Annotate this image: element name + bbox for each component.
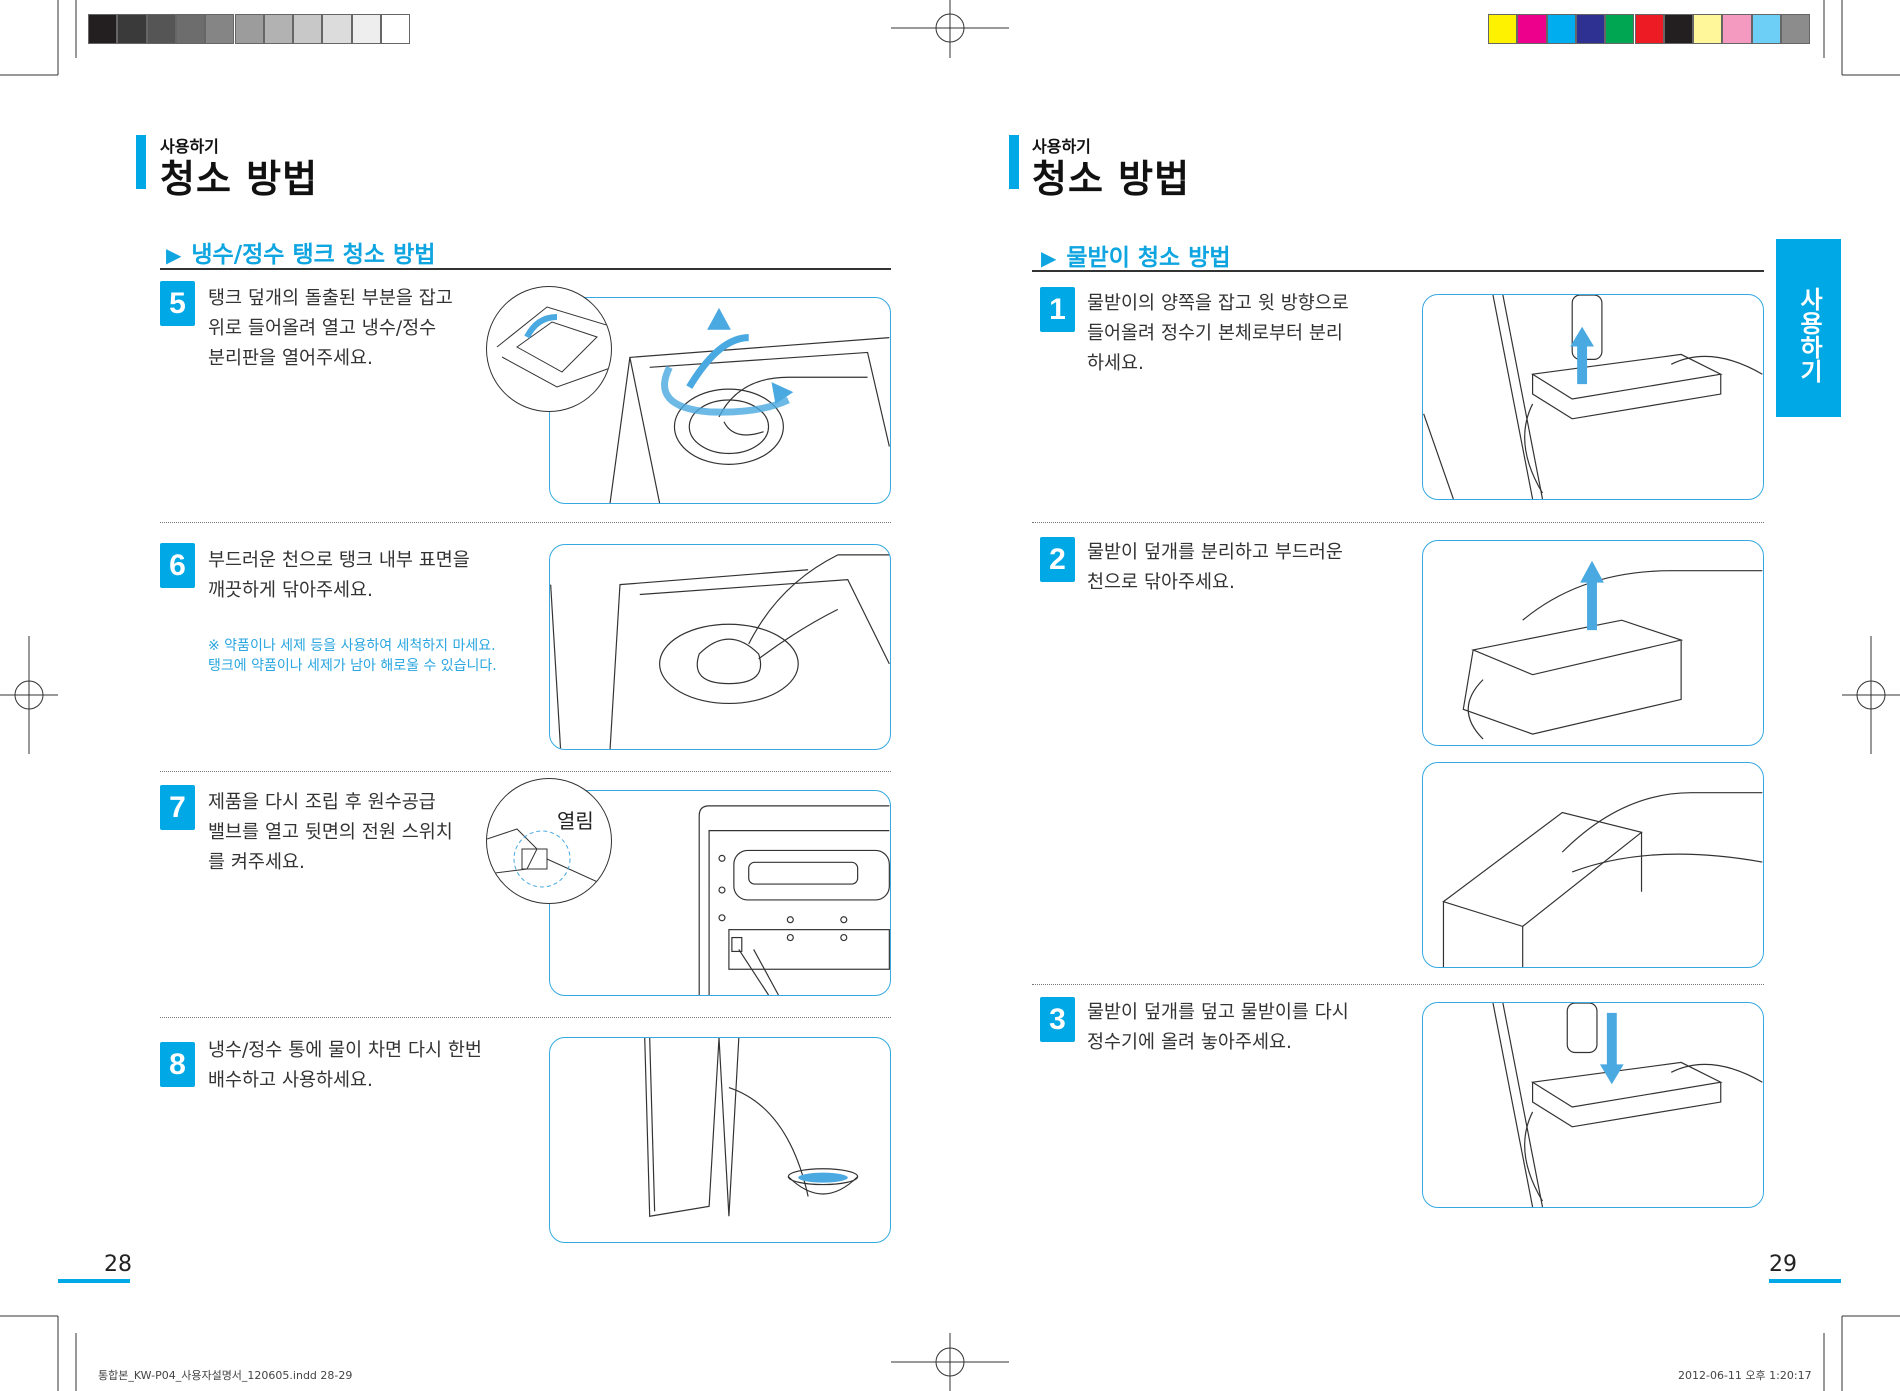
section-heading-text: 냉수/정수 탱크 청소 방법	[191, 242, 436, 268]
step-number-badge: 5	[160, 281, 195, 326]
triangle-bullet-icon: ▶	[166, 243, 182, 267]
step-text: 부드러운 천으로 탱크 내부 표면을 깨끗하게 닦아주세요.	[208, 550, 470, 601]
color-swatch	[1488, 14, 1518, 44]
step-number-badge: 3	[1040, 997, 1075, 1042]
section-underline	[1032, 270, 1764, 272]
section-heading: ▶ 물받이 청소 방법	[1041, 238, 1231, 272]
section-heading: ▶ 냉수/정수 탱크 청소 방법	[166, 235, 435, 269]
valve-open-label: 열림	[557, 809, 594, 833]
step-text: 제품을 다시 조립 후 원수공급 밸브를 열고 뒷면의 전원 스위치 를 켜주세…	[208, 792, 453, 873]
step-divider	[1032, 984, 1764, 985]
step-text: 물받이 덮개를 분리하고 부드러운 천으로 닦아주세요.	[1087, 542, 1343, 593]
color-swatch	[1634, 14, 1664, 44]
color-swatch	[1722, 14, 1752, 44]
valve-detail-inset-circle	[486, 778, 612, 904]
drip-tray-replace-illustration	[1422, 1002, 1764, 1208]
step-text: 물받이의 양쪽을 잡고 윗 방향으로 들어올려 정수기 본체로부터 분리 하세요…	[1087, 293, 1349, 374]
color-swatch	[1781, 14, 1811, 44]
tray-wiping-illustration	[1422, 762, 1764, 968]
triangle-bullet-icon: ▶	[1041, 246, 1057, 270]
step-text: 물받이 덮개를 덮고 물받이를 다시 정수기에 올려 놓아주세요.	[1087, 1002, 1349, 1053]
step-divider	[160, 522, 891, 523]
title-accent-bar	[1009, 135, 1019, 189]
step-number-badge: 1	[1040, 287, 1075, 332]
detail-inset-circle	[486, 286, 612, 412]
tray-cover-remove-illustration	[1422, 540, 1764, 746]
color-swatch	[1575, 14, 1606, 44]
color-swatch	[263, 14, 294, 44]
color-swatch	[322, 14, 352, 44]
side-tab-usage: 사용하기	[1776, 239, 1841, 417]
page-number-underline	[58, 1279, 130, 1283]
step-number-badge: 7	[160, 785, 195, 830]
color-swatch	[381, 14, 411, 44]
category-label: 사용하기	[1032, 137, 1091, 156]
drain-illustration	[549, 1037, 891, 1243]
step-text: 냉수/정수 통에 물이 차면 다시 한번 배수하고 사용하세요.	[208, 1040, 482, 1091]
step-divider	[160, 771, 891, 772]
caution-note: ※ 약품이나 세제 등을 사용하여 세척하지 마세요. 탱크에 약품이나 세제가…	[208, 638, 497, 674]
page-number: 28	[104, 1252, 132, 1277]
print-footer-filename: 통합본_KW-P04_사용자설명서_120605.indd 28-29	[98, 1369, 353, 1382]
category-label: 사용하기	[160, 137, 219, 156]
page-title: 청소 방법	[160, 157, 319, 201]
step-number-badge: 6	[160, 543, 195, 588]
title-accent-bar	[136, 135, 146, 189]
step-divider	[1032, 522, 1764, 523]
section-underline	[160, 268, 891, 270]
tank-wiping-illustration	[549, 544, 891, 750]
drip-tray-lift-illustration	[1422, 294, 1764, 500]
color-swatch	[293, 14, 323, 44]
color-swatch	[175, 14, 206, 44]
step-text: 탱크 덮개의 돌출된 부분을 잡고 위로 들어올려 열고 냉수/정수 분리판을 …	[208, 288, 453, 369]
page-title: 청소 방법	[1032, 157, 1191, 201]
color-swatch	[205, 14, 235, 44]
page-number: 29	[1769, 1252, 1797, 1277]
step-number-badge: 2	[1040, 537, 1075, 582]
color-swatch	[234, 14, 264, 44]
color-swatch	[1605, 14, 1635, 44]
step-number-badge: 8	[160, 1042, 195, 1087]
color-swatch	[146, 14, 176, 44]
step-divider	[160, 1017, 891, 1018]
section-heading-text: 물받이 청소 방법	[1066, 245, 1231, 271]
color-swatch	[1663, 14, 1694, 44]
page-number-underline	[1769, 1279, 1841, 1283]
color-swatch	[1546, 14, 1576, 44]
color-swatch	[351, 14, 381, 44]
print-footer-timestamp: 2012-06-11 오후 1:20:17	[1678, 1369, 1812, 1382]
color-swatch	[117, 14, 147, 44]
color-swatch	[1751, 14, 1781, 44]
color-swatch	[88, 14, 118, 44]
color-swatch	[1517, 14, 1547, 44]
color-swatch	[1693, 14, 1723, 44]
